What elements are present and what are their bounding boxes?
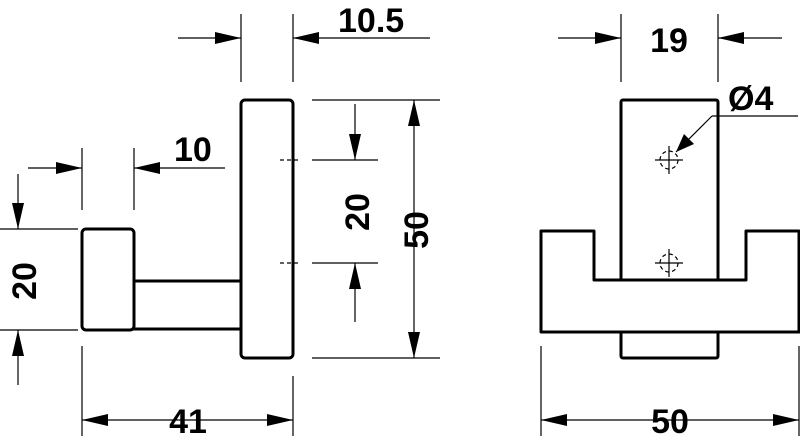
dim-50-height-label: 50 [398, 211, 436, 249]
arrow-10-5-right [293, 32, 319, 44]
arrow-20-bottom [349, 263, 361, 289]
dim-19-label: 19 [650, 22, 688, 60]
dim-50-width-label: 50 [651, 403, 689, 441]
front-hook-u [539, 229, 800, 334]
dim-20-hook-label: 20 [6, 262, 44, 300]
side-view: 10.5 10 20 50 20 [0, 2, 440, 441]
dim-10-label: 10 [174, 131, 212, 169]
side-hook-tip [80, 227, 136, 332]
arrow-50-bottom [408, 332, 420, 358]
side-hook-arm [130, 279, 243, 331]
arrow-41-right [267, 414, 293, 426]
hole-top-icon [655, 146, 683, 174]
hole-bottom-icon [655, 249, 683, 277]
arrow-41-left [82, 414, 108, 426]
dim-41-label: 41 [169, 403, 207, 441]
arrow-10-left [56, 162, 82, 174]
dim-diameter-label: Ø4 [728, 80, 773, 118]
front-view: Ø4 19 50 [539, 14, 800, 441]
arrow-19-right [718, 32, 744, 44]
dim-10-5-label: 10.5 [338, 2, 404, 40]
arrow-50w-left [541, 414, 567, 426]
arrow-10-5-left [215, 32, 241, 44]
arrow-20-top [349, 134, 361, 160]
dim-20-spacing-label: 20 [339, 193, 377, 231]
arrow-50-top [408, 100, 420, 126]
arrow-diameter-leader [676, 134, 694, 152]
arrow-50w-right [773, 414, 799, 426]
arrow-hook-bottom [12, 330, 24, 356]
arrow-19-left [595, 32, 621, 44]
side-wall-plate [239, 98, 295, 360]
arrow-10-right [134, 162, 160, 174]
arrow-hook-top [12, 203, 24, 229]
